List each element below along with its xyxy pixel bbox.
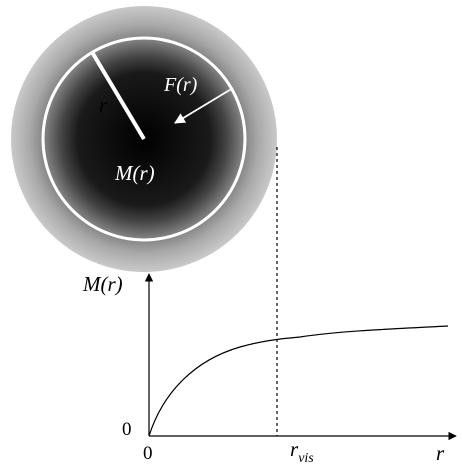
mass-label: M(r)	[114, 161, 155, 185]
galaxy-figure: r F(r) M(r)	[11, 6, 277, 272]
visible-radius-label: rvis	[290, 437, 314, 466]
mass-curve	[149, 326, 448, 436]
visible-radius-subscript: vis	[298, 451, 314, 466]
x-origin-label: 0	[143, 443, 153, 464]
x-axis-label: r	[436, 441, 445, 465]
force-label: F(r)	[163, 74, 198, 96]
y-origin-label: 0	[122, 419, 132, 440]
y-axis-label: M(r)	[82, 272, 123, 296]
radius-label: r	[99, 93, 108, 117]
